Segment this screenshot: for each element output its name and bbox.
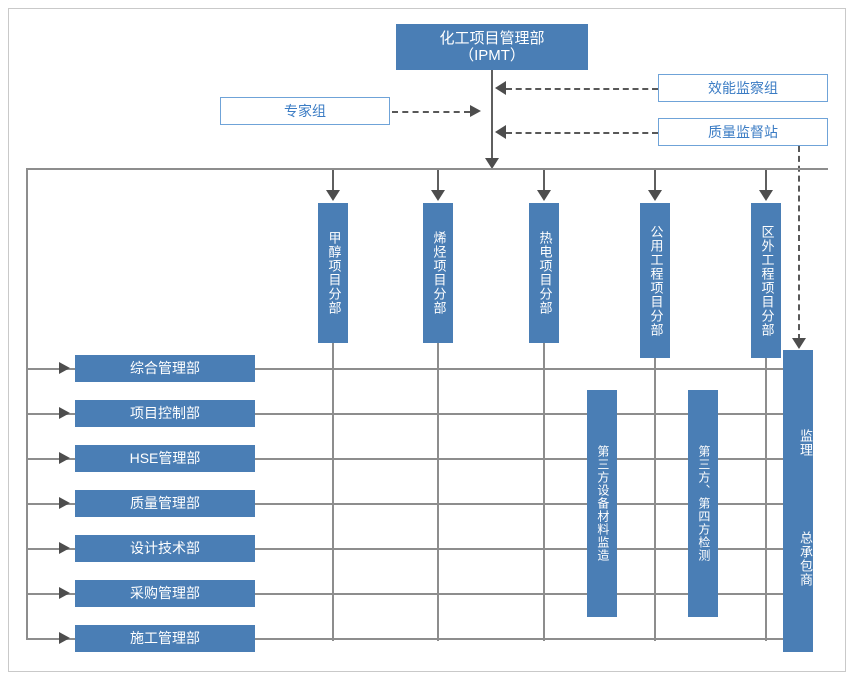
supervisor-box-quality-station[interactable]: 质量监督站 — [658, 118, 828, 146]
dept-label-project-control: 项目控制部 — [130, 405, 200, 422]
dept-box-construction-management[interactable]: 施工管理部 — [75, 625, 255, 652]
dept-box-quality-management[interactable]: 质量管理部 — [75, 490, 255, 517]
branch-2-arrow — [431, 190, 445, 201]
dept-label-design-technology: 设计技术部 — [130, 540, 200, 557]
supervisor-label-efficiency: 效能监察组 — [708, 79, 778, 96]
branch-1-arrow — [326, 190, 340, 201]
dept-1-row-line — [255, 368, 800, 370]
right-column-label-contractor: 总承包商 — [798, 531, 813, 587]
dept-5-row-line — [255, 548, 800, 550]
quality-station-to-contractor-dashed — [798, 146, 800, 340]
dept-3-arrow — [59, 452, 70, 464]
supervisor-efficiency-dashed-connector — [506, 88, 658, 90]
advisor-label: 专家组 — [284, 102, 326, 119]
project-box-methanol[interactable]: 甲醇项目分部 — [318, 203, 348, 343]
branch-5-grid-line — [765, 358, 767, 641]
project-label-offsite: 区外工程项目分部 — [759, 224, 775, 337]
root-trunk-line — [491, 70, 493, 162]
dept-2-arrow — [59, 407, 70, 419]
branch-1-droplink — [332, 170, 334, 194]
third-party-box-inspection[interactable]: 第三方、第四方检测 — [688, 390, 718, 617]
project-label-olefin: 烯烃项目分部 — [431, 231, 447, 315]
dept-6-row-line — [255, 593, 800, 595]
dept-1-arrow — [59, 362, 70, 374]
root-trunk-arrow — [485, 158, 499, 169]
dept-label-procurement-management: 采购管理部 — [130, 585, 200, 602]
supervisor-box-efficiency[interactable]: 效能监察组 — [658, 74, 828, 102]
third-party-label-inspection: 第三方、第四方检测 — [696, 445, 711, 562]
project-box-thermal-power[interactable]: 热电项目分部 — [529, 203, 559, 343]
project-label-thermal-power: 热电项目分部 — [537, 231, 553, 315]
branch-2-droplink — [437, 170, 439, 194]
dept-box-design-technology[interactable]: 设计技术部 — [75, 535, 255, 562]
branch-5-arrow — [759, 190, 773, 201]
dept-3-row-line — [255, 458, 800, 460]
dept-5-inlet-line — [26, 548, 75, 550]
main-bus-line — [26, 168, 828, 170]
dept-7-row-line — [255, 638, 800, 640]
dept-2-row-line — [255, 413, 800, 415]
right-column-label-contractor-wrap: 总承包商 — [784, 531, 813, 587]
supervisor-quality-arrow-left — [495, 125, 506, 139]
project-label-utility: 公用工程项目分部 — [648, 224, 664, 337]
project-box-olefin[interactable]: 烯烃项目分部 — [423, 203, 453, 343]
root-label-line1: 化工项目管理部 — [439, 29, 545, 47]
supervisor-efficiency-arrow-left — [495, 81, 506, 95]
branch-3-droplink — [543, 170, 545, 194]
dept-5-arrow — [59, 542, 70, 554]
branch-4-droplink — [654, 170, 656, 194]
dept-2-inlet-line — [26, 413, 75, 415]
dept-box-general-management[interactable]: 综合管理部 — [75, 355, 255, 382]
dept-1-inlet-line — [26, 368, 75, 370]
branch-1-grid-line — [332, 343, 334, 641]
dept-label-hse-management: HSE管理部 — [129, 450, 201, 467]
project-box-utility[interactable]: 公用工程项目分部 — [640, 203, 670, 358]
branch-2-grid-line — [437, 343, 439, 641]
dept-4-row-line — [255, 503, 800, 505]
branch-4-grid-line — [654, 358, 656, 641]
branch-4-arrow — [648, 190, 662, 201]
right-column-box-supervision-contractor[interactable]: 监理 总承包商 — [783, 350, 813, 652]
dept-4-arrow — [59, 497, 70, 509]
dept-box-hse-management[interactable]: HSE管理部 — [75, 445, 255, 472]
quality-station-to-contractor-arrow — [792, 338, 806, 349]
supervisor-quality-dashed-connector — [506, 132, 658, 134]
advisor-dashed-connector — [392, 111, 470, 113]
root-box-ipmt[interactable]: 化工项目管理部 （IPMT） — [396, 24, 588, 70]
third-party-box-equipment-supervision[interactable]: 第三方设备材料监造 — [587, 390, 617, 617]
dept-3-inlet-line — [26, 458, 75, 460]
dept-4-inlet-line — [26, 503, 75, 505]
dept-7-inlet-line — [26, 638, 75, 640]
left-trunk-line — [26, 168, 28, 640]
dept-label-general-management: 综合管理部 — [130, 360, 200, 377]
project-box-offsite[interactable]: 区外工程项目分部 — [751, 203, 781, 358]
root-label-line2: （IPMT） — [459, 47, 525, 64]
third-party-label-equipment-supervision: 第三方设备材料监造 — [595, 445, 610, 562]
branch-3-grid-line — [543, 343, 545, 641]
dept-label-quality-management: 质量管理部 — [130, 495, 200, 512]
dept-box-project-control[interactable]: 项目控制部 — [75, 400, 255, 427]
right-column-label-supervision: 监理 — [798, 429, 813, 457]
advisor-arrow-right — [470, 105, 481, 117]
supervisor-label-quality-station: 质量监督站 — [708, 123, 778, 140]
page-border — [8, 8, 846, 672]
branch-5-droplink — [765, 170, 767, 194]
dept-box-procurement-management[interactable]: 采购管理部 — [75, 580, 255, 607]
advisor-box-expert-group[interactable]: 专家组 — [220, 97, 390, 125]
right-column-label-supervision-wrap: 监理 — [784, 429, 813, 457]
dept-6-inlet-line — [26, 593, 75, 595]
project-label-methanol: 甲醇项目分部 — [326, 231, 342, 315]
dept-6-arrow — [59, 587, 70, 599]
branch-3-arrow — [537, 190, 551, 201]
dept-label-construction-management: 施工管理部 — [130, 630, 200, 647]
dept-7-arrow — [59, 632, 70, 644]
